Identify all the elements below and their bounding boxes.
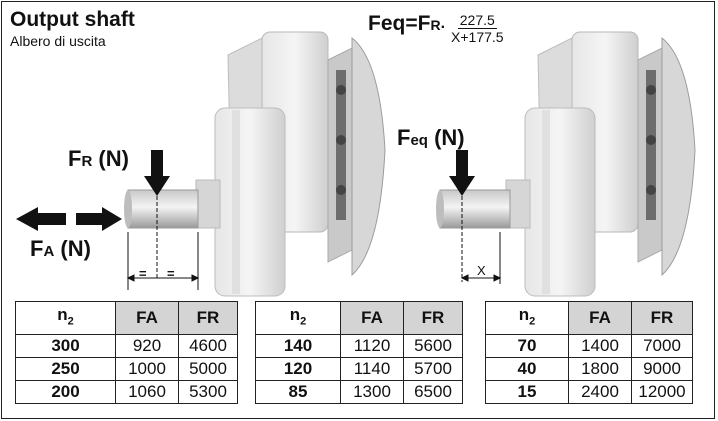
n2-cell: 40 [485,357,569,381]
gearbox-left [195,31,386,297]
n2-cell: 250 [15,357,116,381]
table-row: 15 2400 12000 [485,380,693,404]
fr-cell: 6500 [403,380,463,404]
page-title: Output shaft [10,8,135,31]
n2-cell: 140 [255,334,341,358]
formula-fraction: 227.5 X+177.5 [451,12,504,45]
n2-header-text: n [57,304,68,324]
n2-cell: 120 [255,357,341,381]
fr-header: FR [403,301,463,335]
fa-cell: 2400 [568,380,632,404]
fa-cell: 1140 [340,357,404,381]
feq-unit: (N) [427,125,465,150]
n2-header: n2 [15,301,116,335]
speed-load-table-3: n2 FA FR 70 1400 7000 40 1800 9000 15 24… [485,301,693,404]
table-row: 300 920 4600 [15,334,238,358]
formula-lhs-sub: R [430,17,441,33]
axial-force-label: FA (N) [30,236,91,262]
table-row: 40 1800 9000 [485,357,693,381]
equal-dimension-label-1: = [139,266,147,281]
fr-unit: (N) [92,146,129,171]
table-header-row: n2 FA FR [255,301,463,335]
equal-dimension-label-2: = [167,266,175,281]
fa-cell: 1060 [115,380,179,404]
fa-cell: 1000 [115,357,179,381]
fr-cell: 7000 [631,334,693,358]
table-header-row: n2 FA FR [15,301,238,335]
gearbox-right [505,31,696,297]
n2-cell: 200 [15,380,116,404]
table-row: 70 1400 7000 [485,334,693,358]
table-row: 85 1300 6500 [255,380,463,404]
n2-header-text: n [289,304,301,324]
equivalent-force-label: Feq (N) [397,125,465,151]
fa-cell: 1300 [340,380,404,404]
shaft-left [124,189,199,229]
feq-sub: eq [410,132,428,149]
n2-cell: 15 [485,380,569,404]
fr-cell: 5700 [403,357,463,381]
x-dimension-label: X [477,263,486,278]
fa-cell: 920 [115,334,179,358]
feq-main: F [397,125,411,150]
fr-cell: 9000 [631,357,693,381]
n2-cell: 300 [15,334,116,358]
fa-main: F [30,236,44,261]
fr-cell: 5600 [403,334,463,358]
fr-header: FR [178,301,238,335]
table-row: 120 1140 5700 [255,357,463,381]
formula-numerator: 227.5 [457,12,497,29]
shaft-right [436,189,511,229]
table-row: 140 1120 5600 [255,334,463,358]
n2-header-sub: 2 [67,315,74,328]
axial-force-arrow-right [76,207,122,231]
n2-cell: 85 [255,380,341,404]
fr-main: F [68,146,82,171]
fa-header: FA [568,301,632,335]
fa-sub: A [43,243,55,260]
fr-cell: 12000 [631,380,693,404]
table-header-row: n2 FA FR [485,301,693,335]
n2-header-sub: 2 [300,315,307,328]
fa-header: FA [115,301,179,335]
table-row: 200 1060 5300 [15,380,238,404]
table-row: 250 1000 5000 [15,357,238,381]
equivalent-force-arrow [449,150,475,196]
fa-cell: 1120 [340,334,404,358]
fr-header: FR [631,301,693,335]
formula-lhs: Feq=F [368,12,431,35]
formula-dot: . [440,15,446,32]
fr-cell: 5300 [178,380,238,404]
dimension-lines-right [460,196,502,284]
n2-header-sub: 2 [529,315,536,328]
dimension-lines-left [126,196,200,290]
fr-sub: R [81,153,93,170]
fa-unit: (N) [54,236,91,261]
radial-force-arrow [144,150,170,196]
radial-force-label: FR (N) [68,146,129,172]
n2-header-text: n [518,304,530,324]
fa-cell: 1800 [568,357,632,381]
axial-force-arrow-left [16,207,66,231]
fr-cell: 4600 [178,334,238,358]
speed-load-table-2: n2 FA FR 140 1120 5600 120 1140 5700 85 … [255,301,463,404]
formula-denominator: X+177.5 [451,29,504,45]
speed-load-table-1: n2 FA FR 300 920 4600 250 1000 5000 200 … [15,301,238,404]
n2-header: n2 [485,301,569,335]
n2-header: n2 [255,301,341,335]
fa-cell: 1400 [568,334,632,358]
fa-header: FA [340,301,404,335]
fr-cell: 5000 [178,357,238,381]
page-subtitle: Albero di uscita [10,33,106,49]
n2-cell: 70 [485,334,569,358]
